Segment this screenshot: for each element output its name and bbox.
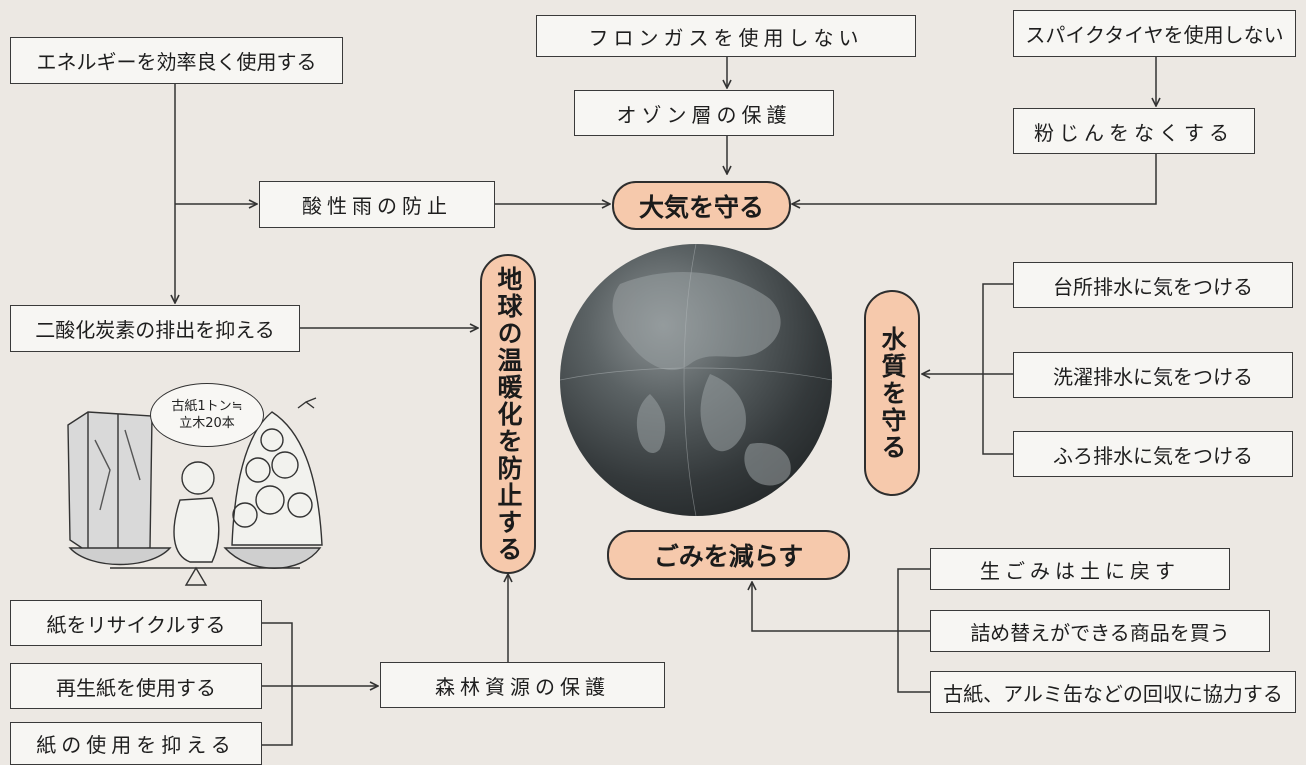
box-recycle-paper: 紙をリサイクルする (10, 600, 262, 646)
box-reduce-co2: 二酸化炭素の排出を抑える (10, 305, 300, 352)
hub-reduce-waste: ごみを減らす (607, 530, 850, 580)
bubble-line-1: 古紙1トン≒ (171, 399, 243, 414)
box-reduce-paper-use: 紙の使用を抑える (10, 722, 262, 765)
box-laundry-drain: 洗濯排水に気をつける (1013, 352, 1293, 398)
globe-continents (560, 244, 832, 516)
box-kitchen-drain: 台所排水に気をつける (1013, 262, 1293, 308)
box-no-spike-tires: スパイクタイヤを使用しない (1013, 10, 1296, 57)
box-no-freon: フロンガスを使用しない (536, 15, 916, 57)
dust-to-atmosphere-line (792, 154, 1157, 204)
box-bath-drain: ふろ排水に気をつける (1013, 431, 1293, 477)
drains-bracket-line (982, 283, 1013, 455)
hub-prevent-global-warming: 地球の温暖化を防止する (480, 254, 536, 574)
waste-to-hub-line (752, 582, 898, 632)
box-efficient-energy: エネルギーを効率良く使用する (10, 37, 343, 84)
box-eliminate-dust: 粉じんをなくする (1013, 108, 1255, 154)
hub-protect-water-quality: 水質を守る (864, 290, 920, 496)
bubble-line-2: 立木20本 (179, 416, 235, 431)
box-use-recycled-paper: 再生紙を使用する (10, 663, 262, 709)
paper-bracket-line (262, 622, 293, 746)
speech-bubble: 古紙1トン≒ 立木20本 (150, 383, 264, 447)
hub-protect-atmosphere: 大気を守る (612, 181, 791, 230)
box-acid-rain-prevention: 酸性雨の防止 (259, 181, 495, 228)
box-forest-protection: 森林資源の保護 (380, 662, 665, 708)
earth-globe-image (560, 244, 832, 516)
box-refill-products: 詰め替えができる商品を買う (930, 610, 1270, 652)
box-ozone-protection: オゾン層の保護 (574, 90, 834, 136)
box-recycling-cooperation: 古紙、アルミ缶などの回収に協力する (930, 671, 1296, 713)
box-food-waste-to-soil: 生ごみは土に戻す (930, 548, 1230, 590)
